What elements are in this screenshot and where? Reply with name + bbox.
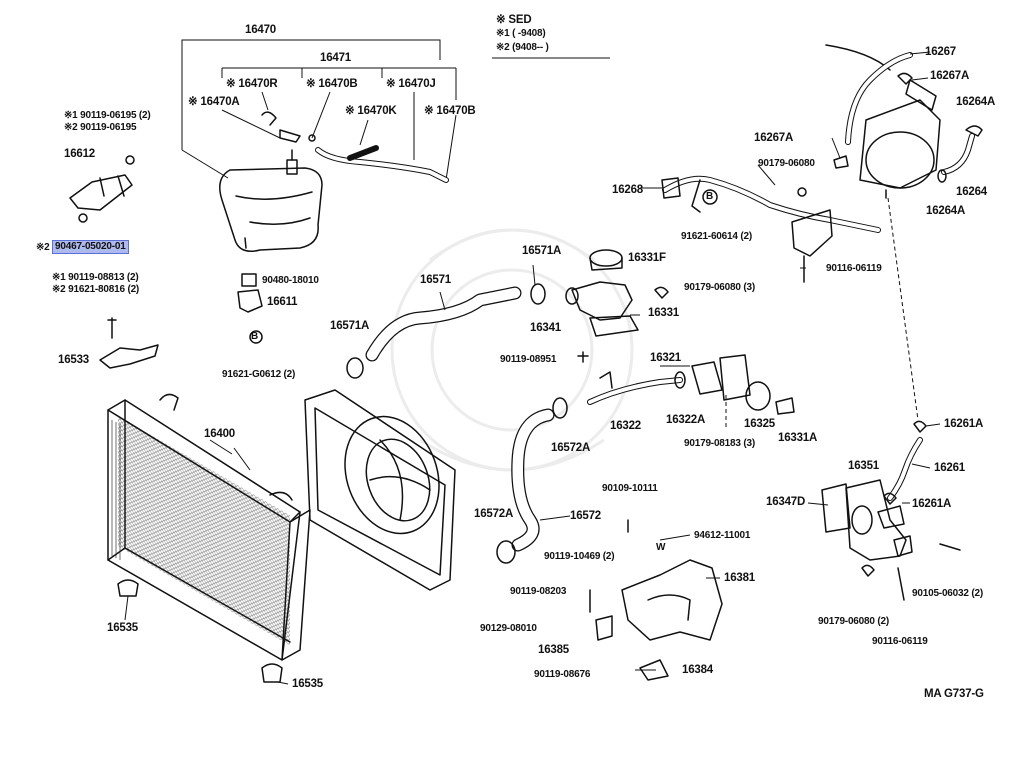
diagram-code: MA G737-G	[924, 688, 984, 700]
code-90119-06195-2[interactable]: ※2 90119-06195	[64, 122, 137, 133]
code-90116-06119-b[interactable]: 90116-06119	[872, 636, 928, 647]
mark-b-2: B	[706, 191, 714, 202]
water-outlet-16331	[565, 249, 669, 363]
clip-16533	[99, 344, 159, 369]
lower-hose-16572	[496, 397, 568, 564]
part-16347D[interactable]: 16347D	[766, 496, 806, 508]
part-16381[interactable]: 16381	[724, 572, 755, 584]
part-16341[interactable]: 16341	[530, 322, 561, 334]
part-16385[interactable]: 16385	[538, 644, 569, 656]
part-16470B-b[interactable]: ※ 16470B	[424, 105, 476, 117]
code-90179-08183[interactable]: 90179-08183 (3)	[684, 438, 755, 449]
watermark	[390, 228, 634, 472]
part-16612[interactable]: 16612	[64, 148, 95, 160]
part-16322[interactable]: 16322	[610, 420, 641, 432]
code-90119-06195-1[interactable]: ※1 90119-06195 (2)	[64, 110, 151, 121]
mount-16535-a	[117, 579, 139, 597]
bolt-16533	[107, 317, 117, 339]
part-16471[interactable]: 16471	[320, 52, 351, 64]
upper-hose-16571	[346, 283, 546, 379]
legend-sed: ※ SED	[496, 14, 532, 26]
code-90179-06080[interactable]: 90179-06080	[758, 158, 815, 169]
part-16571A-b[interactable]: 16571A	[330, 320, 370, 332]
code-90480-18010[interactable]: 90480-18010	[262, 275, 319, 286]
part-16264A-a[interactable]: 16264A	[956, 96, 996, 108]
code-90179-06080-2[interactable]: 90179-06080 (2)	[818, 616, 889, 627]
bracket-16381	[589, 519, 723, 681]
bypass-pipe-16268	[661, 175, 881, 283]
part-16572A-b[interactable]: 16572A	[474, 508, 514, 520]
code-90467-05020-01-mark: ※2	[36, 242, 50, 253]
leader-lines	[124, 51, 941, 685]
bracket-16611	[237, 273, 263, 344]
part-16470J[interactable]: ※ 16470J	[386, 78, 436, 90]
code-90109-10111[interactable]: 90109-10111	[602, 483, 658, 494]
legend-variant-1: ※1 ( -9408)	[496, 28, 546, 39]
code-90129-08010[interactable]: 90129-08010	[480, 623, 537, 634]
part-16572[interactable]: 16572	[570, 510, 601, 522]
housing-16351	[821, 479, 961, 601]
fan-shroud	[304, 389, 456, 591]
part-16331A[interactable]: 16331A	[778, 432, 818, 444]
code-90119-08676[interactable]: 90119-08676	[534, 669, 591, 680]
legend-variant-2: ※2 (9408-- )	[496, 42, 549, 53]
part-16611[interactable]: 16611	[267, 296, 298, 308]
part-16261[interactable]: 16261	[934, 462, 965, 474]
mark-b-1: B	[251, 331, 259, 342]
part-16268[interactable]: 16268	[612, 184, 643, 196]
part-16470B-a[interactable]: ※ 16470B	[306, 78, 358, 90]
part-16264A-b[interactable]: 16264A	[926, 205, 966, 217]
part-16470K[interactable]: ※ 16470K	[345, 105, 397, 117]
part-16321[interactable]: 16321	[650, 352, 681, 364]
code-90119-08813[interactable]: ※1 90119-08813 (2)	[52, 272, 139, 283]
part-16470A[interactable]: ※ 16470A	[188, 96, 240, 108]
part-16470R[interactable]: ※ 16470R	[226, 78, 278, 90]
mount-16535-b	[261, 663, 283, 683]
code-94612-11001[interactable]: 94612-11001	[694, 530, 751, 541]
code-91621-60614[interactable]: 91621-60614 (2)	[681, 231, 752, 242]
pump-assembly-16267	[825, 44, 983, 199]
code-91621-g0612[interactable]: 91621-G0612 (2)	[222, 369, 296, 380]
code-90119-08951[interactable]: 90119-08951	[500, 354, 557, 365]
part-16571[interactable]: 16571	[420, 274, 451, 286]
part-16351[interactable]: 16351	[848, 460, 879, 472]
inlet-pipe-16322	[587, 354, 795, 430]
code-90467-05020-01[interactable]: 90467-05020-01	[52, 240, 129, 254]
part-16325[interactable]: 16325	[744, 418, 775, 430]
code-90116-06119-a[interactable]: 90116-06119	[826, 263, 882, 274]
part-16400[interactable]: 16400	[204, 428, 235, 440]
part-16322A[interactable]: 16322A	[666, 414, 706, 426]
part-16267A-b[interactable]: 16267A	[754, 132, 794, 144]
part-16384[interactable]: 16384	[682, 664, 713, 676]
bracket-16612	[69, 155, 135, 223]
code-90179-06080-3[interactable]: 90179-06080 (3)	[684, 282, 755, 293]
part-16535-b[interactable]: 16535	[292, 678, 323, 690]
part-16571A-a[interactable]: 16571A	[522, 245, 562, 257]
part-16535-a[interactable]: 16535	[107, 622, 138, 634]
code-91621-80816[interactable]: ※2 91621-80816 (2)	[52, 284, 140, 295]
reservoir-hose	[261, 111, 449, 183]
part-16261A-a[interactable]: 16261A	[944, 418, 984, 430]
part-16267[interactable]: 16267	[925, 46, 956, 58]
bracket-16470	[181, 39, 457, 181]
hose-16261	[883, 420, 927, 505]
part-16533[interactable]: 16533	[58, 354, 89, 366]
part-16331F[interactable]: 16331F	[628, 252, 666, 264]
part-16267A-a[interactable]: 16267A	[930, 70, 970, 82]
part-16261A-b[interactable]: 16261A	[912, 498, 952, 510]
reservoir-tank	[219, 149, 323, 252]
mark-w: W	[656, 542, 666, 553]
code-90105-06032[interactable]: 90105-06032 (2)	[912, 588, 983, 599]
code-90119-08203[interactable]: 90119-08203	[510, 586, 567, 597]
part-16470[interactable]: 16470	[245, 24, 276, 36]
code-90119-10469[interactable]: 90119-10469 (2)	[544, 551, 615, 562]
radiator-16400	[107, 393, 311, 661]
part-16264[interactable]: 16264	[956, 186, 987, 198]
part-16572A-a[interactable]: 16572A	[551, 442, 591, 454]
part-16331[interactable]: 16331	[648, 307, 679, 319]
